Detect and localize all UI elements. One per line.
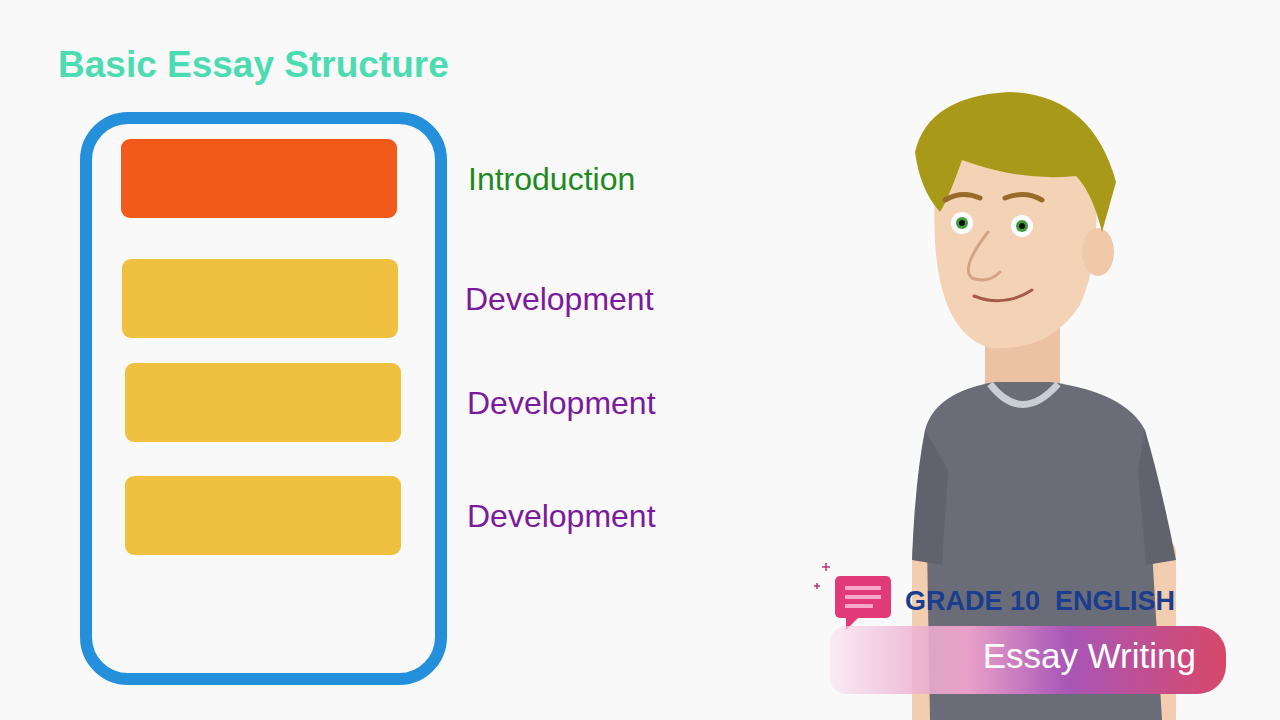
subject-badge: GRADE 10 ENGLISH Essay Writing bbox=[830, 584, 1226, 694]
essay-section-box: Introduction bbox=[121, 139, 397, 218]
essay-section-box: Development bbox=[125, 476, 401, 555]
diagram-title: Basic Essay Structure bbox=[58, 44, 449, 86]
section-label: Development bbox=[467, 387, 656, 419]
grade-heading: GRADE 10 ENGLISH bbox=[905, 586, 1175, 617]
section-label: Development bbox=[465, 283, 654, 315]
subject-title: Essay Writing bbox=[983, 636, 1196, 676]
essay-section-box: Development bbox=[122, 259, 398, 338]
essay-outline bbox=[86, 118, 441, 679]
essay-section-box: Development bbox=[125, 363, 401, 442]
section-label: Development bbox=[467, 500, 656, 532]
section-label: Introduction bbox=[468, 163, 635, 195]
speech-icon bbox=[814, 563, 891, 630]
